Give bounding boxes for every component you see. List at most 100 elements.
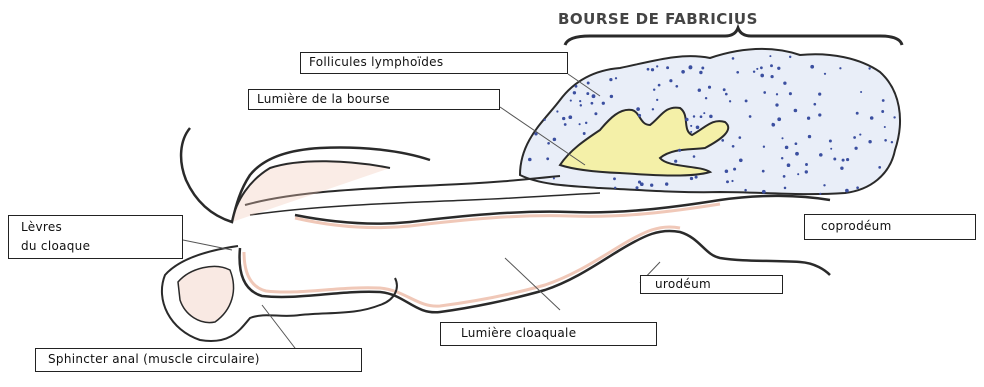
follicle-dot xyxy=(610,95,613,98)
follicle-dot xyxy=(640,182,644,186)
follicle-dot xyxy=(708,86,711,89)
follicle-dot xyxy=(805,170,808,173)
follicle-dot xyxy=(769,55,771,57)
follicle-dot xyxy=(723,88,726,91)
follicle-dot xyxy=(777,67,780,70)
follicle-dot xyxy=(781,157,783,159)
follicle-dot xyxy=(753,70,755,72)
follicle-dot xyxy=(731,180,733,182)
follicle-dot xyxy=(658,84,661,87)
follicle-dot xyxy=(736,71,739,74)
follicle-dot xyxy=(705,97,707,99)
follicle-dot xyxy=(651,68,654,71)
follicle-dot xyxy=(745,99,748,102)
follicle-dot xyxy=(868,67,870,69)
follicle-dot xyxy=(870,116,874,120)
follicle-dot xyxy=(818,93,821,96)
follicle-dot xyxy=(845,189,849,193)
label-levres-cloaque: Lèvres du cloaque xyxy=(8,215,183,259)
follicle-dot xyxy=(797,173,799,175)
follicle-dot xyxy=(830,148,832,150)
label-coprodeum: coprodéum xyxy=(804,214,976,240)
follicle-dot xyxy=(698,89,701,92)
follicle-dot xyxy=(762,190,766,194)
follicle-dot xyxy=(884,139,887,142)
follicle-dot xyxy=(568,115,572,119)
follicle-dot xyxy=(839,67,841,69)
follicle-dot xyxy=(868,140,871,143)
follicle-dot xyxy=(777,117,781,121)
follicle-dot xyxy=(652,108,654,110)
follicle-dot xyxy=(556,110,558,112)
follicle-dot xyxy=(636,107,640,111)
leader-levres xyxy=(183,240,232,250)
follicle-dot xyxy=(725,93,728,96)
follicle-dot xyxy=(859,134,861,136)
follicle-dot xyxy=(579,100,581,102)
follicle-dot xyxy=(666,66,669,69)
title-bourse-fabricius: BOURSE DE FABRICIUS xyxy=(558,10,758,28)
label-sphincter: Sphincter anal (muscle circulaire) xyxy=(35,348,362,372)
follicle-dot xyxy=(819,153,823,157)
coprodeum-wall xyxy=(295,196,830,224)
follicle-dot xyxy=(853,136,856,139)
follicle-dot xyxy=(638,114,641,117)
sphincter-fold xyxy=(178,266,234,322)
follicle-dot xyxy=(669,79,672,82)
follicle-dot xyxy=(783,175,786,178)
follicle-dot xyxy=(699,71,702,74)
follicle-dot xyxy=(613,177,616,180)
label-levres-line1: Lèvres xyxy=(21,218,170,237)
follicle-dot xyxy=(693,155,696,158)
follicle-dot xyxy=(592,94,596,98)
follicle-dot xyxy=(580,104,582,106)
follicle-dot xyxy=(570,100,572,102)
follicle-dot xyxy=(824,73,826,75)
follicle-dot xyxy=(789,92,792,95)
follicle-dot xyxy=(732,145,735,148)
follicle-dot xyxy=(678,149,681,152)
follicle-dot xyxy=(594,112,597,115)
follicle-dot xyxy=(656,99,658,101)
follicle-dot xyxy=(738,136,741,139)
follicle-dot xyxy=(690,131,692,133)
follicle-dot xyxy=(893,116,895,118)
follicle-dot xyxy=(856,112,859,115)
follicle-dot xyxy=(763,91,766,94)
follicle-dot xyxy=(805,163,808,166)
follicle-dot xyxy=(528,158,532,162)
label-lumiere-cloaquale: Lumière cloaquale xyxy=(440,322,657,346)
follicle-dot xyxy=(760,66,763,69)
follicle-dot xyxy=(564,123,567,126)
follicle-dot xyxy=(744,189,747,192)
follicle-dot xyxy=(575,85,578,88)
follicle-dot xyxy=(585,122,587,124)
follicle-dot xyxy=(547,142,550,145)
follicle-dot xyxy=(775,103,778,106)
follicle-dot xyxy=(818,113,821,116)
follicle-dot xyxy=(794,109,798,113)
follicle-dot xyxy=(674,160,677,163)
follicle-dot xyxy=(602,102,605,105)
follicle-dot xyxy=(781,137,783,139)
follicle-dot xyxy=(553,138,557,142)
follicle-dot xyxy=(860,91,862,93)
follicle-dot xyxy=(656,65,658,67)
follicle-dot xyxy=(695,176,698,179)
label-follicules: Follicules lymphoïdes xyxy=(300,52,568,74)
follicle-dot xyxy=(813,103,816,106)
follicle-dot xyxy=(749,115,752,118)
follicle-dot xyxy=(787,163,791,167)
follicle-dot xyxy=(709,115,713,119)
follicle-dot xyxy=(891,141,893,143)
follicle-dot xyxy=(842,159,845,162)
bursa-bracket xyxy=(565,28,902,45)
follicle-dot xyxy=(591,102,594,105)
label-urodeum: urodéum xyxy=(640,275,783,294)
follicle-dot xyxy=(579,123,581,125)
follicle-dot xyxy=(763,146,765,148)
follicle-dot xyxy=(675,85,678,88)
follicle-dot xyxy=(544,119,546,121)
follicle-dot xyxy=(586,92,589,95)
